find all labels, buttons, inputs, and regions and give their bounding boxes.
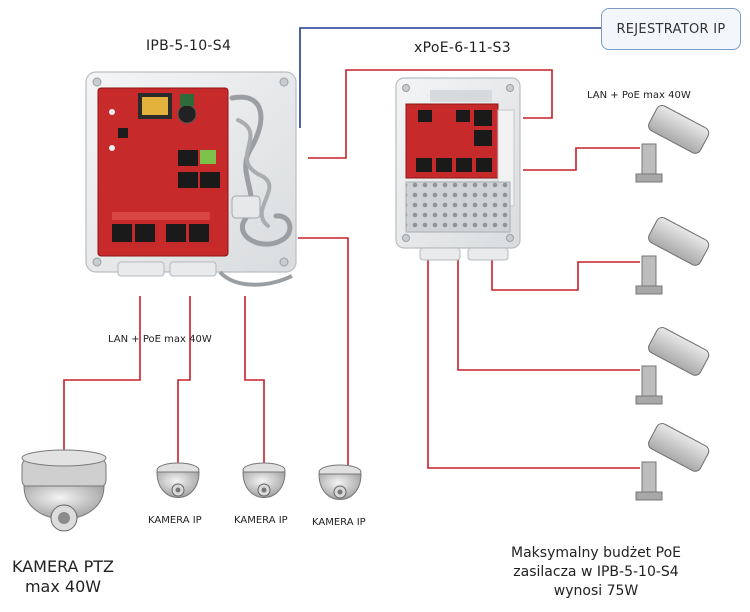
- camera-ip-label-1: KAMERA IP: [148, 515, 202, 526]
- recorder-label: REJESTRATOR IP: [616, 21, 726, 37]
- ptz-label-line2: max 40W: [24, 577, 102, 596]
- cable-to-camera-r1: [523, 147, 640, 171]
- cable-to-ptz: [63, 296, 141, 454]
- budget-line-3: wynosi 75W: [553, 583, 639, 599]
- cable-to-camera-ip-1: [177, 296, 191, 465]
- bullet-camera-2: [635, 217, 710, 295]
- bullet-camera-1: [635, 105, 710, 183]
- poe-budget-note: Maksymalny budżet PoE zasilacza w IPB-5-…: [486, 544, 706, 601]
- cable-to-camera-r2: [491, 260, 640, 291]
- cable-to-camera-r4: [427, 252, 640, 469]
- ptz-camera: [21, 449, 107, 532]
- budget-line-1: Maksymalny budżet PoE: [511, 545, 681, 561]
- bullet-camera-3: [635, 327, 710, 405]
- switch-ipb-5-10-s4: [85, 71, 297, 287]
- cable-to-camera-ip-2: [244, 296, 265, 465]
- right-switch-label: xPoE-6-11-S3: [414, 40, 511, 56]
- dome-camera-2: [242, 462, 286, 498]
- camera-ip-label-2: KAMERA IP: [234, 515, 288, 526]
- recorder-box: REJESTRATOR IP: [601, 8, 741, 50]
- poe-cables: [63, 69, 640, 469]
- cable-to-camera-r3: [457, 252, 640, 371]
- ptz-camera-label: KAMERA PTZ max 40W: [0, 557, 126, 597]
- dome-camera-1: [156, 462, 200, 498]
- left-switch-label: IPB-5-10-S4: [146, 38, 232, 54]
- lan-poe-label-right: LAN + PoE max 40W: [587, 90, 691, 101]
- network-cable: [299, 27, 601, 128]
- uplink-cable: [308, 69, 553, 159]
- bullet-camera-4: [635, 423, 710, 501]
- cable-to-camera-ip-3: [298, 237, 349, 468]
- switch-xpoe-6-11-s3: [395, 77, 521, 261]
- budget-line-2: zasilacza w IPB-5-10-S4: [513, 564, 679, 580]
- lan-poe-label-left: LAN + PoE max 40W: [108, 334, 212, 345]
- ptz-label-line1: KAMERA PTZ: [12, 557, 114, 576]
- dome-camera-3: [318, 464, 362, 500]
- camera-ip-label-3: KAMERA IP: [312, 517, 366, 528]
